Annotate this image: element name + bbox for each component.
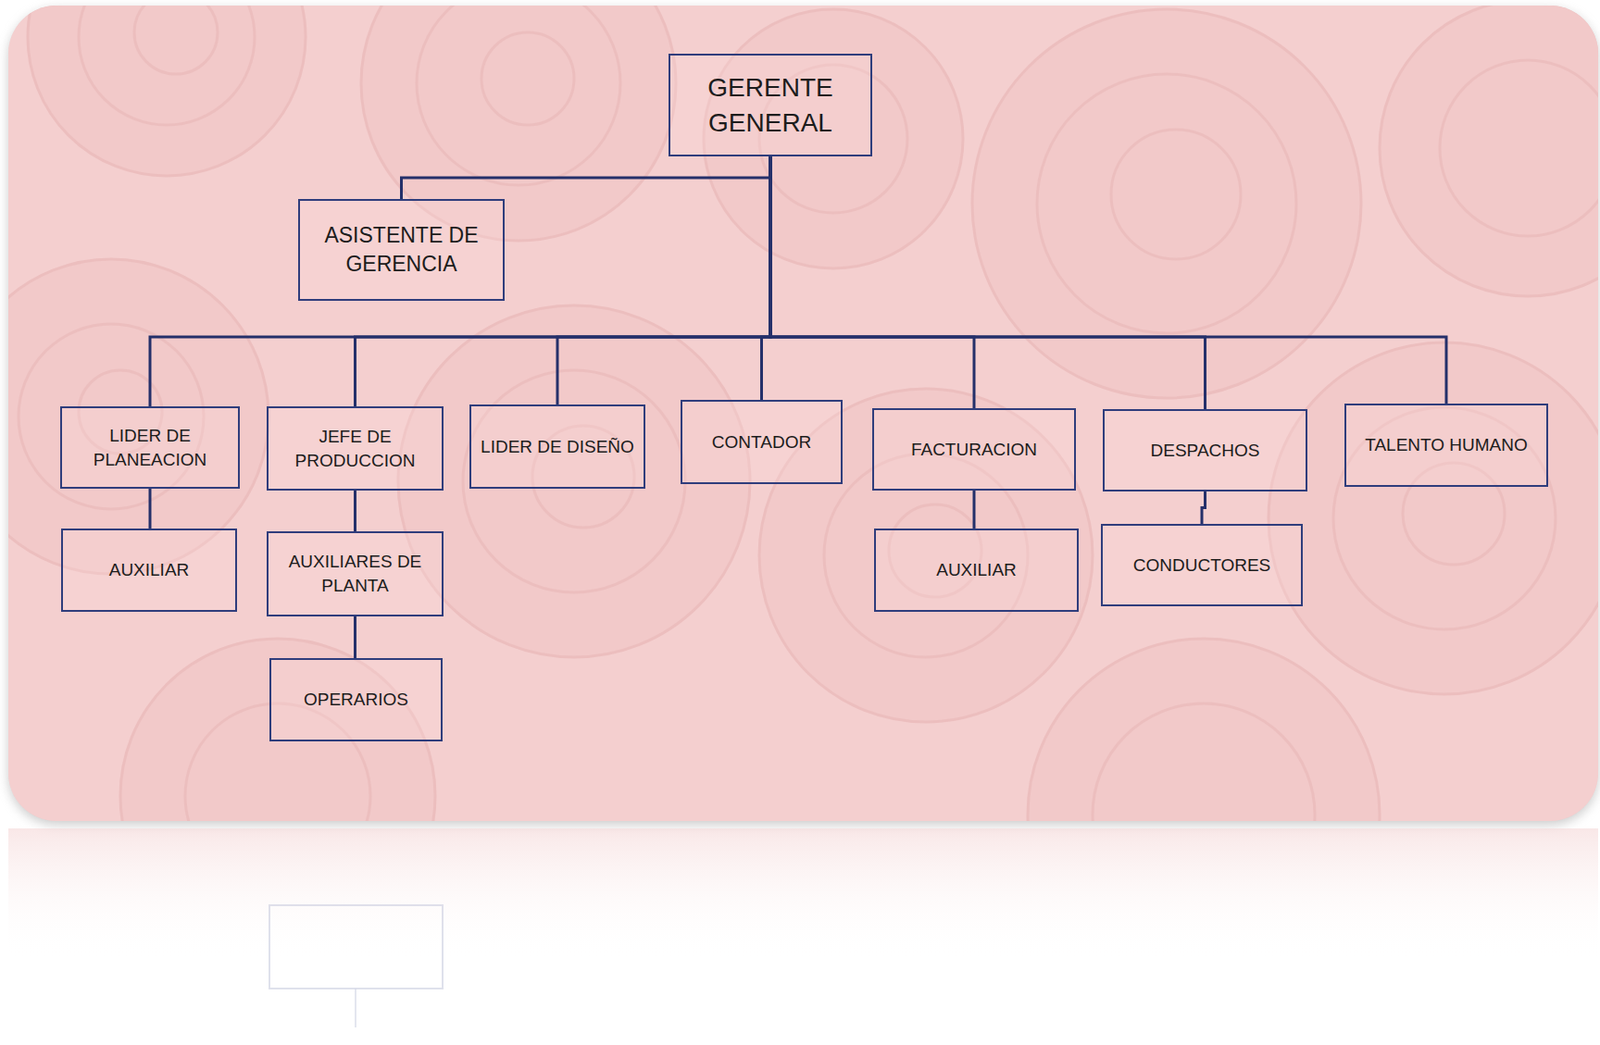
box-label: OPERARIOS [303,687,409,713]
department-box: TALENTO HUMANO [1344,403,1549,488]
org-connector [770,156,975,409]
box-label: AUXILIAR [936,558,1017,583]
org-connector [973,490,976,529]
box-label: CONDUCTORES [1133,553,1272,578]
org-connector [401,156,772,200]
org-connector [557,156,771,405]
org-connector [353,616,357,659]
org-connector [1201,491,1206,525]
staff-box: AUXILIARES DE PLANTA [266,531,444,617]
org-connector [770,156,1206,410]
manager-box: GERENTE GENERAL [668,53,873,157]
org-connector [150,156,771,407]
staff-box: AUXILIAR [874,528,1079,613]
staff-box: AUXILIAR [61,528,238,613]
org-connector [149,488,152,529]
box-label: TALENTO HUMANO [1364,433,1528,458]
assistant-box: ASISTENTE DE GERENCIA [298,199,505,301]
department-box: LIDER DE DISEÑO [469,404,646,489]
box-label: LIDER DE DISEÑO [480,435,635,460]
staff-box: OPERARIOS [269,658,443,742]
department-box: LIDER DE PLANEACION [60,406,240,489]
department-box: FACTURACION [872,408,1076,491]
org-connector [770,156,1447,404]
box-label: ASISTENTE DE GERENCIA [307,221,496,279]
org-connector [353,490,357,532]
box-label: GERENTE GENERAL [677,70,863,141]
staff-box: CONDUCTORES [1100,524,1303,607]
department-box: DESPACHOS [1102,409,1308,492]
box-label: FACTURACION [911,437,1038,463]
department-box: CONTADOR [680,400,843,485]
box-label: CONTADOR [712,430,812,455]
box-label: AUXILIARES DE PLANTA [275,550,435,598]
box-label: JEFE DE PRODUCCION [275,425,435,473]
box-label: DESPACHOS [1150,438,1261,463]
box-label: LIDER DE PLANEACION [69,424,231,472]
box-label: AUXILIAR [109,558,190,583]
department-box: JEFE DE PRODUCCION [266,406,444,491]
